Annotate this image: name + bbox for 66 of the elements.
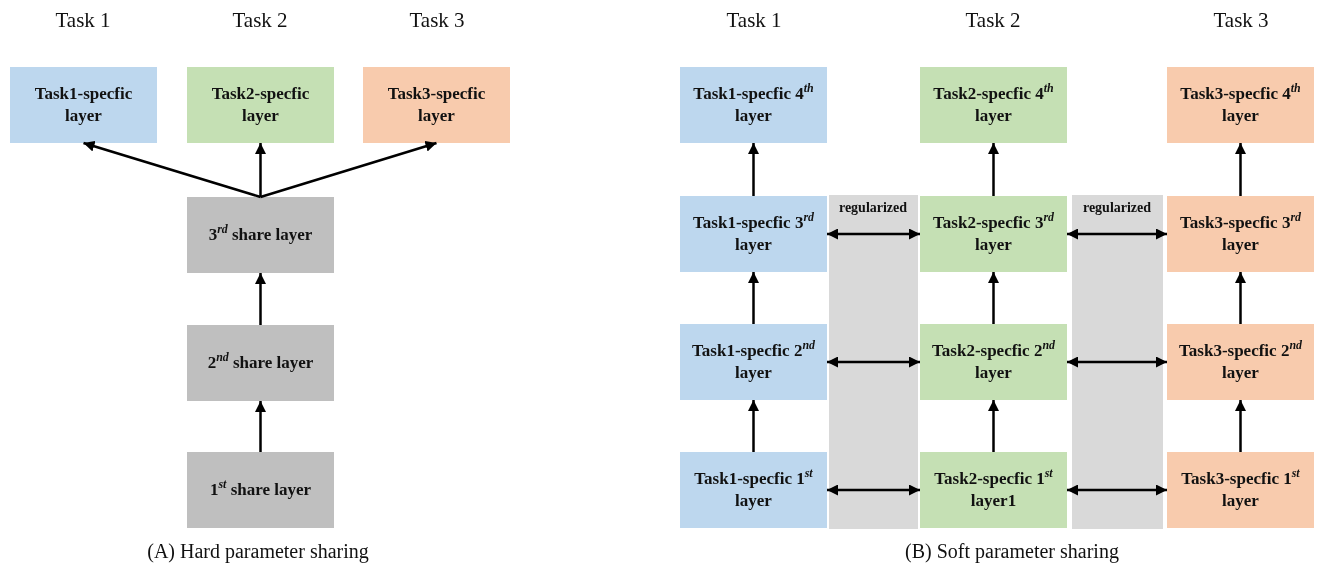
arrow — [255, 273, 266, 325]
layer-label: Task3-specfic 4$^{th}$ layer — [1179, 82, 1302, 127]
layer-box — [363, 67, 510, 143]
layer-label: Task2-specfic layer — [210, 82, 311, 127]
layer-box — [920, 67, 1067, 143]
double-arrow — [827, 228, 920, 240]
layer-label: Task3-specfic 1$^{st}$ layer — [1180, 467, 1301, 512]
layer-label: Task1-specfic layer — [33, 82, 134, 127]
layer-label: Task3-specfic 3$^{rd}$ layer — [1179, 211, 1302, 256]
task-heading: Task 2 — [965, 8, 1021, 33]
task-heading: Task 2 — [232, 8, 288, 33]
arrow — [1235, 400, 1246, 452]
layer-label: Task2-specfic 1$^{st}$ layer1 — [933, 467, 1054, 512]
double-arrow — [1067, 356, 1167, 368]
double-arrow — [1067, 228, 1167, 240]
arrow — [988, 143, 999, 196]
task-heading: Task 3 — [1213, 8, 1269, 33]
layer-box — [680, 67, 827, 143]
layer-label: 3$^{rd}$ share layer — [208, 223, 313, 246]
task-heading: Task 3 — [409, 8, 465, 33]
task-heading: Task 1 — [55, 8, 111, 33]
layer-box — [920, 196, 1067, 272]
layer-label: Task2-specfic 4$^{th}$ layer — [932, 82, 1055, 127]
arrow — [83, 140, 261, 199]
layer-box — [1167, 67, 1314, 143]
arrow — [988, 400, 999, 452]
layer-box — [920, 324, 1067, 400]
arrow — [748, 400, 759, 452]
arrow — [255, 401, 266, 452]
layer-label: Task3-specfic 2$^{nd}$ layer — [1178, 339, 1303, 384]
layer-box — [920, 452, 1067, 528]
panel-caption: (A) Hard parameter sharing — [147, 540, 369, 563]
layer-box — [680, 196, 827, 272]
regularized-label: regularized — [1082, 200, 1152, 216]
layer-label: Task1-specfic 4$^{th}$ layer — [692, 82, 815, 127]
layer-box — [1167, 196, 1314, 272]
arrow — [1235, 272, 1246, 324]
layer-box — [187, 325, 334, 401]
arrow — [260, 140, 437, 199]
layer-label: Task2-specfic 2$^{nd}$ layer — [931, 339, 1056, 384]
layer-label: Task1-specfic 3$^{rd}$ layer — [692, 211, 815, 256]
layer-label: Task1-specfic 1$^{st}$ layer — [693, 467, 814, 512]
layer-box — [680, 324, 827, 400]
double-arrow — [827, 356, 920, 368]
task-heading: Task 1 — [726, 8, 782, 33]
layer-box — [187, 197, 334, 273]
arrow — [255, 143, 266, 197]
layer-label: 1$^{st}$ share layer — [209, 478, 312, 501]
layer-label: Task1-specfic 2$^{nd}$ layer — [691, 339, 816, 384]
layer-box — [187, 452, 334, 528]
double-arrow — [827, 484, 920, 496]
panel-caption: (B) Soft parameter sharing — [905, 540, 1119, 563]
double-arrow — [1067, 484, 1167, 496]
layer-box — [1167, 452, 1314, 528]
arrow — [748, 272, 759, 324]
regularized-label: regularized — [838, 200, 908, 216]
layer-label: Task2-specfic 3$^{rd}$ layer — [932, 211, 1055, 256]
layer-box — [1167, 324, 1314, 400]
layer-box — [187, 67, 334, 143]
layer-box — [680, 452, 827, 528]
arrow — [988, 272, 999, 324]
layer-box — [10, 67, 157, 143]
arrow — [748, 143, 759, 196]
layer-label: 2$^{nd}$ share layer — [207, 351, 314, 374]
layer-label: Task3-specfic layer — [386, 82, 487, 127]
arrow — [1235, 143, 1246, 196]
